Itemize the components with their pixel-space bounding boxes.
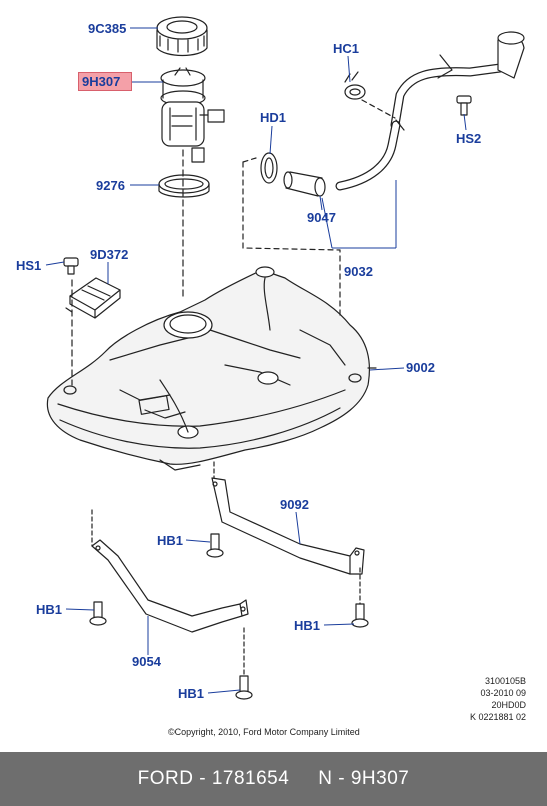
footer-part: FORD - 1781654 (137, 768, 290, 789)
hose-clamp-hc1 (344, 71, 366, 100)
hose-clamp-hd1 (260, 152, 278, 184)
label-screw-hs2: HS2 (456, 131, 482, 146)
drawing-code-2: 03-2010 09 (480, 688, 526, 698)
label-bolt-hb1-left: HB1 (36, 602, 63, 617)
filler-hose (283, 171, 326, 197)
label-screw-hs1: HS1 (16, 258, 42, 273)
label-strap-right: 9092 (280, 497, 309, 512)
bolt-hb1-left (89, 601, 107, 626)
drawing-code-3: 20HD0D (491, 700, 526, 710)
copyright-notice: ©Copyright, 2010, Ford Motor Company Lim… (168, 727, 360, 737)
part-number-footer: FORD - 1781654 N - 9H307 (0, 752, 547, 806)
screw-hs2 (456, 95, 472, 116)
drawing-code-4: K 0221881 02 (469, 712, 526, 722)
label-seal-ring: 9276 (96, 178, 125, 193)
label-hose-clamp-hd1: HD1 (260, 110, 287, 125)
seal-ring (158, 174, 210, 198)
leader-lines (45, 27, 467, 694)
strap-right (211, 461, 365, 575)
fuel-tank (46, 266, 377, 471)
bolt-hb1-right (351, 603, 369, 628)
fuel-system-diagram (45, 16, 525, 700)
label-hose-clamp-hc1: HC1 (333, 41, 360, 56)
label-strap-left: 9054 (132, 654, 161, 669)
label-filler-cap: 9C385 (88, 21, 127, 36)
pipe-group-dashed (242, 157, 341, 319)
pipe-dashed-2 (361, 99, 396, 119)
label-bolt-hb1-top: HB1 (157, 533, 184, 548)
label-filler-pipe: 9032 (344, 264, 373, 279)
drawing-codes: 3100105B 03-2010 09 20HD0D K 0221881 02 (440, 675, 526, 723)
drawing-code-1: 3100105B (484, 676, 526, 686)
label-bolt-hb1-bottom: HB1 (178, 686, 205, 701)
fuel-pump-module (160, 67, 225, 163)
strap-left (91, 509, 249, 633)
bolt-hb1-bottom (235, 675, 253, 700)
label-module: 9D372 (90, 247, 129, 262)
footer-number: N - 9H307 (318, 768, 410, 789)
label-filler-hose: 9047 (307, 210, 336, 225)
label-bolt-hb1-right: HB1 (294, 618, 321, 633)
screw-hs1 (63, 257, 79, 275)
label-fuel-pump-highlighted: 9H307 (78, 72, 132, 91)
bolt-hb1-top (206, 533, 224, 558)
filler-pipe (335, 31, 525, 191)
filler-cap (156, 16, 208, 57)
label-fuel-tank: 9002 (406, 360, 435, 375)
electronic-module (65, 277, 121, 319)
